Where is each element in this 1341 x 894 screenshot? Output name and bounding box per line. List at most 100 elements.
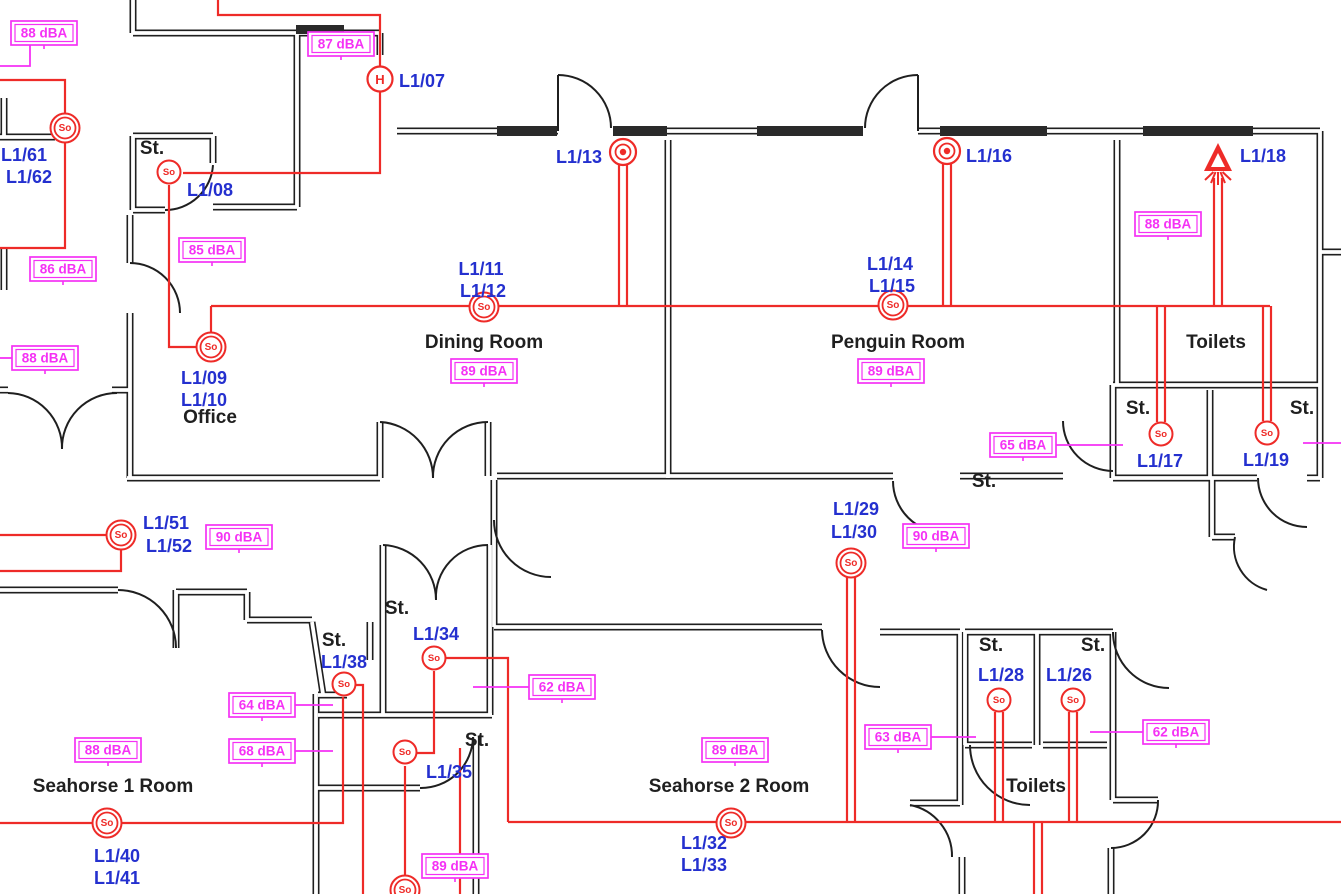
dba-value: 90 dBA <box>913 529 960 544</box>
beacon-center-dot <box>943 147 951 155</box>
dba-value: 86 dBA <box>40 262 87 277</box>
room-label: St. <box>1290 398 1314 419</box>
dba-box-inner <box>425 856 485 876</box>
dba-box-inner <box>993 435 1053 455</box>
dba-value: 88 dBA <box>21 26 68 41</box>
room-label: Dining Room <box>425 332 543 353</box>
alarm-circuit-wiring <box>216 0 382 67</box>
dba-label: 62 dBA <box>473 674 596 703</box>
sounder-inner-ring <box>719 811 743 835</box>
room-label: Seahorse 2 Room <box>649 776 810 797</box>
door-swing-arc <box>60 392 118 450</box>
window <box>613 126 667 136</box>
device-label: L1/51 <box>143 513 189 533</box>
dba-label: 89 dBA <box>421 853 489 882</box>
sounder-so-glyph: So <box>205 342 218 353</box>
sounder-inner-ring <box>109 523 133 547</box>
device-label: L1/52 <box>146 536 192 556</box>
window <box>940 126 1047 136</box>
device-label: L1/11 <box>458 259 503 279</box>
dba-label: 89 dBA <box>857 358 925 387</box>
alarm-circuit-wiring <box>0 78 67 250</box>
beacon-center-dot <box>619 148 627 156</box>
alarm-circuit-wiring <box>167 185 197 349</box>
dba-box-inner <box>705 740 765 760</box>
dba-value: 87 dBA <box>318 37 365 52</box>
sounder-so-glyph: So <box>428 653 440 664</box>
room-label: St. <box>1126 398 1150 419</box>
door-swing-arc <box>909 804 954 858</box>
device-label: L1/41 <box>94 868 140 888</box>
sounder-so-glyph: So <box>101 818 114 829</box>
door-swing-arc <box>1257 477 1308 528</box>
device-label: L1/30 <box>831 522 877 542</box>
sounder-so-glyph: So <box>1067 695 1079 706</box>
dba-box-inner <box>532 677 592 697</box>
strobe-ray <box>1204 171 1215 181</box>
dba-value: 68 dBA <box>239 744 286 759</box>
door-swing-arc <box>379 421 435 479</box>
device-label: L1/61 <box>1 145 47 165</box>
dba-label: 86 dBA <box>29 256 97 285</box>
dba-value: 88 dBA <box>22 351 69 366</box>
sounder-so-glyph: So <box>59 123 72 134</box>
dba-box-inner <box>1146 722 1206 742</box>
room-label: Office <box>183 407 237 428</box>
door-swing-arc <box>864 74 919 129</box>
dba-value: 88 dBA <box>85 743 132 758</box>
sounder-so-glyph: So <box>725 818 738 829</box>
device-label: L1/16 <box>966 146 1012 166</box>
sounder-inner-ring <box>95 811 119 835</box>
alarm-circuit-wiring <box>0 549 123 573</box>
sounder-inner-ring <box>839 551 863 575</box>
strobe-ray <box>1219 171 1226 184</box>
device-label: L1/19 <box>1243 450 1289 470</box>
dba-label: 64 dBA <box>228 692 333 721</box>
dba-box-inner <box>861 361 921 381</box>
dba-value: 89 dBA <box>461 364 508 379</box>
strobe-ray <box>1221 171 1232 181</box>
window <box>757 126 863 136</box>
dba-box-inner <box>1138 214 1198 234</box>
room-label: St. <box>465 730 489 751</box>
dba-label: 88 dBA <box>0 345 79 374</box>
room-label: Toilets <box>1186 332 1246 353</box>
sounder-inner-ring <box>199 335 223 359</box>
sounder-ring <box>331 671 357 697</box>
device-label: L1/14 <box>867 254 913 274</box>
sounder-so-glyph: So <box>163 167 175 178</box>
dba-value: 64 dBA <box>239 698 286 713</box>
dba-box-inner <box>15 348 75 368</box>
dba-box-inner <box>209 527 269 547</box>
dba-label: 90 dBA <box>205 524 273 553</box>
dba-value: 85 dBA <box>189 243 236 258</box>
dba-value: 62 dBA <box>1153 725 1200 740</box>
sounder-so-glyph: So <box>1155 429 1167 440</box>
room-label: St. <box>979 635 1003 656</box>
sounder-so-glyph: So <box>399 747 411 758</box>
room-label: St. <box>385 598 409 619</box>
sounder-ring <box>1060 687 1086 713</box>
device-label: L1/26 <box>1046 665 1092 685</box>
dba-box-inner <box>868 727 928 747</box>
alarm-circuit-wiring <box>183 91 382 175</box>
door-swing-arc <box>1062 420 1114 472</box>
sounder-inner-ring <box>881 293 905 317</box>
wall-core <box>310 621 325 695</box>
dba-value: 90 dBA <box>216 530 263 545</box>
dba-box-inner <box>906 526 966 546</box>
door-swing-arc <box>1110 799 1160 849</box>
door-swing-arc <box>821 629 881 688</box>
dba-label: 87 dBA <box>307 31 375 60</box>
room-label: St. <box>972 471 996 492</box>
dba-layer: 88 dBA 87 dBA 85 dBA 86 dBA 88 dBA 89 dBA 89 d… <box>0 20 1210 882</box>
